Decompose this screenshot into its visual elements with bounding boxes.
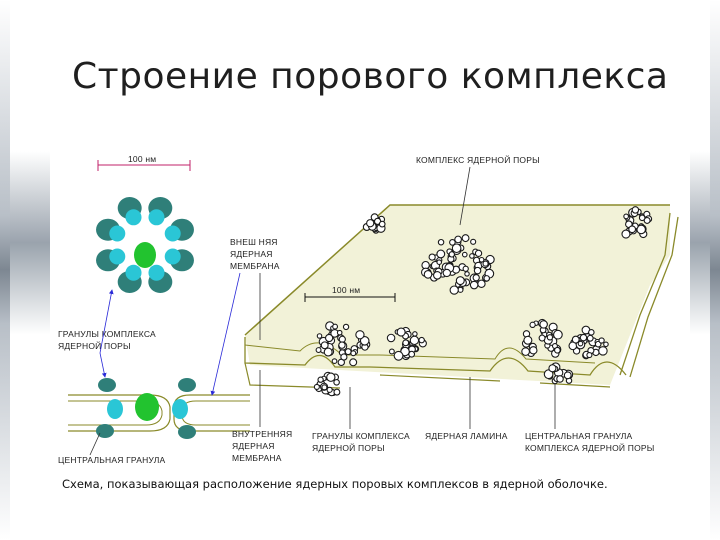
label-central-left: ЦЕНТРАЛЬНАЯ ГРАНУЛА: [58, 455, 166, 465]
label-complex: КОМПЛЕКС ЯДЕРНОЙ ПОРЫ: [416, 154, 540, 165]
blob-cluster-1: [421, 234, 495, 295]
blob-cluster-5: [386, 326, 427, 361]
leader-complex: [459, 166, 471, 226]
blob-cluster-2: [362, 213, 386, 234]
scale-top-label: 100 нм: [128, 154, 156, 164]
granule-side-4: [178, 378, 196, 392]
granule-inner-4: [148, 264, 165, 281]
blob-cluster-8: [568, 325, 609, 360]
scale-mid-label: 100 нм: [332, 285, 360, 295]
blob-cluster-6: [313, 371, 341, 397]
arrow-granules-2: [99, 289, 114, 354]
pore-side-view: [68, 378, 250, 439]
label-granules-left-2: ЯДЕРНОЙ ПОРЫ: [58, 340, 131, 351]
granule-inner-8: [125, 209, 142, 226]
label-outer-2: ЯДЕРНАЯ: [230, 249, 273, 259]
label-outer-1: ВНЕШ НЯЯ: [230, 237, 278, 247]
label-inner-2: ЯДЕРНАЯ: [232, 441, 275, 451]
label-granules-left-1: ГРАНУЛЫ КОМПЛЕКСА: [58, 329, 156, 339]
granule-side-6: [178, 425, 196, 439]
granule-inner-1: [148, 209, 165, 226]
scale-bar-mid: 100 нм: [304, 285, 396, 302]
label-lamina: ЯДЕРНАЯ ЛАМИНА: [425, 431, 508, 441]
granule-inner-2: [164, 225, 181, 242]
central-granule-side: [135, 393, 159, 421]
granule-inner-3: [164, 248, 181, 265]
granule-side-3: [96, 424, 114, 438]
left-edge-bar: [0, 0, 10, 540]
arrow-granules-1: [99, 352, 107, 378]
pore-diagram-svg: 100 нм 100 нм КОМПЛЕКС ЯДЕРН: [58, 154, 679, 491]
pore-ring-top-view: [96, 197, 194, 293]
slide-title: Строение порового комплекса: [72, 56, 669, 97]
leader-central-left: [89, 432, 101, 456]
label-granules-bottom-1: ГРАНУЛЫ КОМПЛЕКСА: [312, 431, 410, 441]
granule-side-2: [107, 399, 123, 419]
blob-cluster-9: [543, 362, 574, 385]
scale-bar-top: 100 нм: [97, 154, 191, 171]
figure-caption: Схема, показывающая расположение ядерных…: [62, 477, 608, 491]
granule-inner-7: [109, 225, 126, 242]
granule-side-1: [98, 378, 116, 392]
label-central-bottom-1: ЦЕНТРАЛЬНАЯ ГРАНУЛА: [525, 431, 633, 441]
blob-cluster-3: [621, 206, 653, 239]
pore-complex-figure: 100 нм 100 нм КОМПЛЕКС ЯДЕРН: [50, 105, 690, 525]
label-granules-bottom-2: ЯДЕРНОЙ ПОРЫ: [312, 442, 385, 453]
label-outer-3: МЕМБРАНА: [230, 261, 280, 271]
granule-inner-6: [109, 248, 126, 265]
arrow-outer-left: [210, 272, 241, 396]
pore-complex-blobs: [313, 206, 653, 397]
right-edge-bar: [710, 0, 720, 540]
blob-cluster-4: [315, 321, 371, 367]
label-central-bottom-2: КОМПЛЕКСА ЯДЕРНОЙ ПОРЫ: [525, 442, 655, 453]
granule-inner-5: [125, 264, 142, 281]
label-inner-1: ВНУТРЕННЯЯ: [232, 429, 292, 439]
granule-side-5: [172, 399, 188, 419]
central-granule-top: [134, 242, 156, 268]
label-inner-3: МЕМБРАНА: [232, 453, 282, 463]
blob-cluster-7: [521, 318, 563, 358]
